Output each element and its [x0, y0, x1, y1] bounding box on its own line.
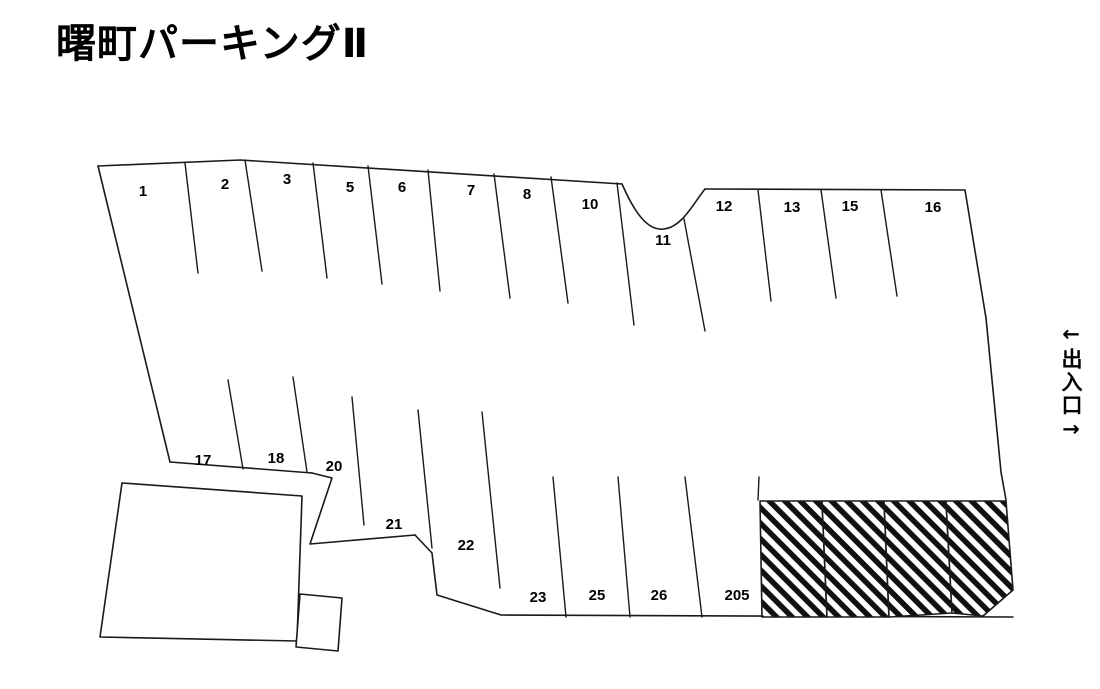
stall-label-2: 2: [221, 176, 229, 193]
stall-label-22: 22: [458, 537, 475, 554]
divider-25-26: [617, 476, 631, 618]
hatch-cell-3: [883, 500, 953, 618]
top-edge-right: [704, 188, 987, 319]
divider-15-16: [880, 189, 898, 297]
divider-12-13: [757, 189, 772, 302]
stall-label-1: 1: [139, 183, 147, 200]
stall-label-15: 15: [842, 198, 859, 215]
divider-5-6: [367, 165, 383, 285]
divider-3-5: [312, 162, 328, 279]
divider-20-21: [351, 396, 365, 526]
stall-label-23: 23: [530, 589, 547, 606]
buildings-group: [99, 482, 343, 652]
stall-label-10: 10: [582, 196, 599, 213]
small-building: [295, 593, 343, 652]
stall-label-13: 13: [784, 199, 801, 216]
stall-label-21: 21: [386, 516, 403, 533]
divider-7-8: [493, 173, 511, 299]
hatch-cell-1: [759, 500, 828, 618]
divider-205-hatch-tick: [757, 476, 760, 501]
bottom-row-dividers: [552, 476, 760, 618]
mid-edge-17-18: [169, 461, 313, 474]
lower-area-outline: [169, 317, 1014, 618]
top-row-dividers: [184, 159, 898, 332]
stall-label-26: 26: [651, 587, 668, 604]
divider-26-205: [684, 476, 703, 618]
stall-label-5: 5: [346, 179, 354, 196]
middle-row-dividers: [227, 376, 501, 589]
stall-label-16: 16: [925, 199, 942, 216]
divider-1-2: [184, 162, 199, 274]
bottom-edge: [414, 534, 1014, 618]
stall-label-12: 12: [716, 198, 733, 215]
bottom-row-stall-labels: 23 25 26 205: [530, 587, 750, 606]
stall-label-8: 8: [523, 186, 531, 203]
divider-23-25: [552, 476, 567, 618]
stall-label-20: 20: [326, 458, 343, 475]
hatched-reserved-block: [759, 500, 1014, 618]
top-row-stall-labels: 1 2 3 5 6 7 8 10 11 12 13 15 16: [139, 171, 942, 249]
divider-2-3: [244, 159, 263, 272]
top-edge-dip-curve: [621, 183, 706, 230]
divider-18-20: [292, 376, 308, 473]
mid-zigzag-20: [309, 472, 416, 545]
divider-22-23: [481, 411, 501, 589]
divider-10-11: [616, 182, 635, 326]
right-boundary-edge: [985, 317, 1007, 501]
divider-6-7: [427, 169, 441, 292]
divider-13-15: [820, 189, 837, 299]
divider-17-18: [227, 379, 244, 470]
large-building: [99, 482, 303, 642]
entrance-exit-label: ←出入口→: [1059, 322, 1083, 443]
stall-label-3: 3: [283, 171, 291, 188]
hatch-cell-2: [821, 500, 890, 618]
divider-8-10: [550, 176, 569, 304]
middle-row-stall-labels: 17 18 20 21 22: [195, 450, 475, 554]
hatch-cell-4: [945, 500, 1014, 617]
stall-label-6: 6: [398, 179, 406, 196]
stall-label-17: 17: [195, 452, 212, 469]
stall-label-18: 18: [268, 450, 285, 467]
divider-11-12: [683, 218, 706, 332]
top-edge-left: [97, 159, 623, 185]
stall-label-25: 25: [589, 587, 606, 604]
stall-label-11: 11: [655, 232, 671, 249]
stall-label-205: 205: [724, 587, 749, 604]
page-title: 曙町パーキングⅡ: [56, 21, 370, 67]
stall-label-7: 7: [467, 182, 475, 199]
divider-21-22: [417, 409, 433, 549]
left-boundary-edge: [97, 165, 171, 463]
